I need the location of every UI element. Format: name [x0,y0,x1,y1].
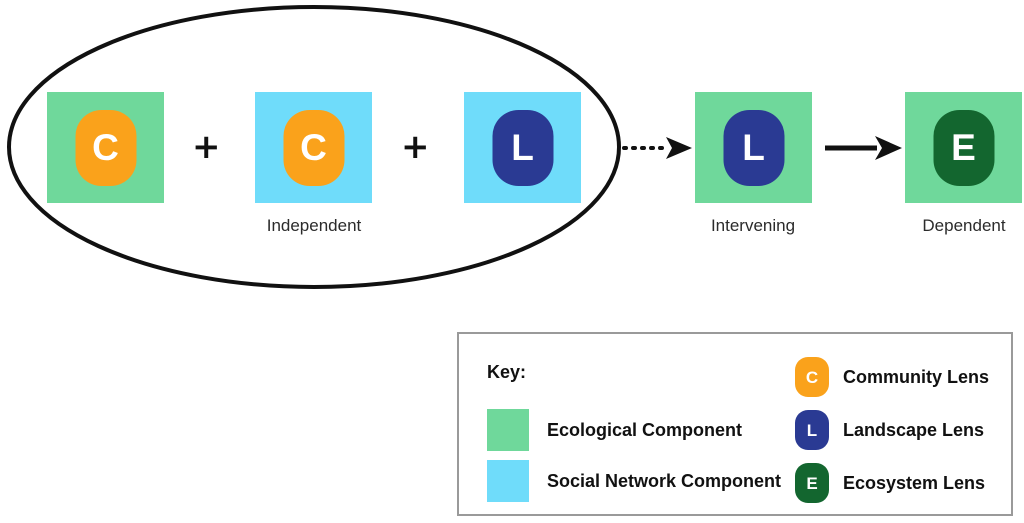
legend-lens-label: Community Lens [843,366,990,387]
node-ecological-ecosystem-lens[interactable]: E [905,92,1022,203]
landscape-lens-icon: L [723,109,784,186]
legend-lens-row: L Landscape Lens [795,410,984,450]
legend-component-row: Social Network Component [487,460,781,502]
legend-title: Key: [487,362,527,382]
legend-lens-row: C Community Lens [795,357,989,397]
legend-panel: Key: Ecological Component Social Network… [457,332,1013,516]
node-ecological-landscape-lens[interactable]: L [695,92,812,203]
community-lens-icon: C [283,109,344,186]
solid-arrow-connector [825,136,902,160]
legend-component-row: Ecological Component [487,409,742,451]
ecological-component-swatch [487,409,529,451]
legend-component-label: Social Network Component [547,470,782,491]
node-ecological-community-lens[interactable]: C [47,92,164,203]
plus-operator-1: + [192,127,221,167]
social-network-component-swatch [487,460,529,502]
legend-lens-label: Ecosystem Lens [843,472,986,493]
ecosystem-lens-icon: E [933,109,994,186]
stage-label-intervening: Intervening [710,216,796,235]
community-lens-icon: C [795,357,829,397]
dotted-arrow-connector [622,137,692,159]
legend-component-label: Ecological Component [547,419,743,440]
landscape-lens-icon: L [795,410,829,450]
stage-label-dependent: Dependent [922,216,1006,235]
landscape-lens-icon: L [492,109,553,186]
legend-lens-label: Landscape Lens [843,419,985,440]
node-social-landscape-lens[interactable]: L [464,92,581,203]
node-social-community-lens[interactable]: C [255,92,372,203]
community-lens-icon: C [75,109,136,186]
stage-label-independent: Independent [266,216,362,235]
ecosystem-lens-icon: E [795,463,829,503]
legend-lens-row: E Ecosystem Lens [795,463,985,503]
plus-operator-2: + [401,127,430,167]
